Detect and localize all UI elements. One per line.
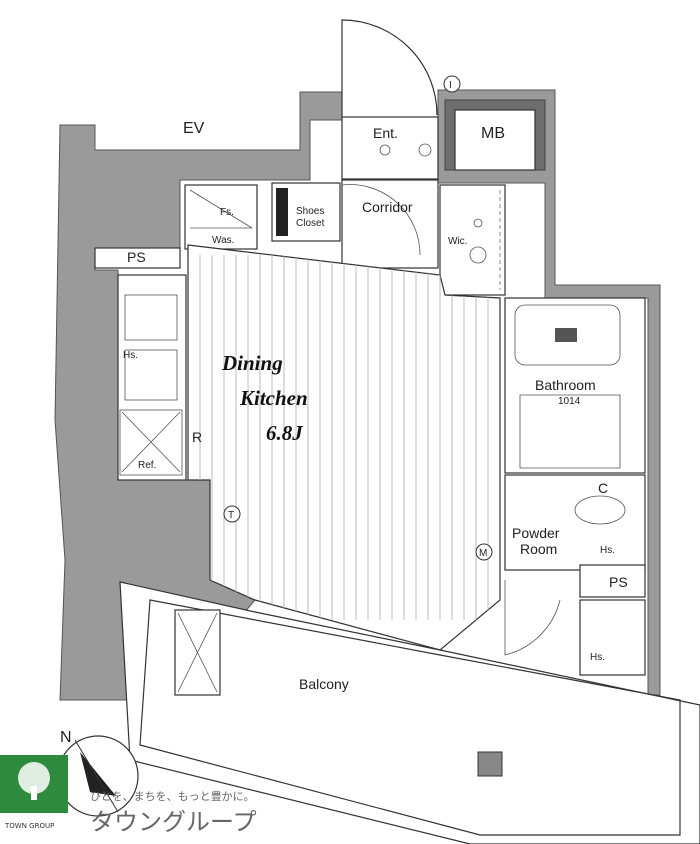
c-mark: C (598, 480, 608, 496)
corridor-label: Corridor (362, 199, 413, 215)
bath-size-label: 1014 (558, 396, 581, 407)
ps-left-label: PS (127, 249, 146, 265)
logo-tagline: ひとを、まちを、もっと豊かに。 (90, 790, 255, 803)
ps-right-label: PS (609, 574, 628, 590)
r-mark: R (192, 429, 202, 445)
ref-label: Ref. (138, 460, 156, 471)
wash-area (579, 599, 646, 676)
room-label: Room (520, 541, 557, 557)
fs-label: Fs. (220, 207, 234, 218)
hs-bottom-label: Hs. (590, 652, 605, 663)
entrance-door-swing (341, 19, 438, 117)
balcony-label: Balcony (299, 676, 349, 692)
logo-brand: タウングループ (90, 808, 257, 836)
powder-room (504, 474, 646, 571)
ps-right (579, 564, 646, 598)
compass (57, 735, 139, 817)
dining-kitchen (187, 244, 501, 651)
powder-label: Powder (512, 525, 560, 541)
dining-label-1: Dining (221, 351, 283, 375)
compass-n-label: N (60, 729, 72, 746)
hs-right-label: Hs. (600, 545, 615, 556)
ps-left (94, 247, 181, 269)
walk-in-closet (439, 184, 506, 296)
dining-label-3: 6.8J (266, 421, 304, 445)
was-label: Was. (212, 235, 234, 246)
entrance-label: Ent. (373, 125, 398, 141)
mb-room (454, 109, 536, 171)
logo-company: TOWN GROUP (4, 822, 54, 830)
m-mark: M (479, 548, 487, 559)
hs-left-label: Hs. (123, 350, 138, 361)
corridor (341, 179, 439, 269)
i-mark: I (449, 80, 452, 91)
kitchen-counter (117, 274, 187, 481)
mb-label: MB (481, 125, 505, 142)
dining-label-2: Kitchen (239, 386, 308, 410)
shoes-label: Shoes (296, 206, 324, 217)
company-logo: TOWN GROUP ひとを、まちを、もっと豊かに。 タウングループ (0, 755, 257, 836)
washer-area (184, 184, 258, 250)
ev-label: EV (183, 120, 205, 137)
closet-label: Closet (296, 218, 325, 229)
wic-label: Wic. (448, 236, 467, 247)
t-mark: T (228, 510, 234, 521)
bathroom (504, 297, 646, 474)
bathroom-label: Bathroom (535, 377, 596, 393)
